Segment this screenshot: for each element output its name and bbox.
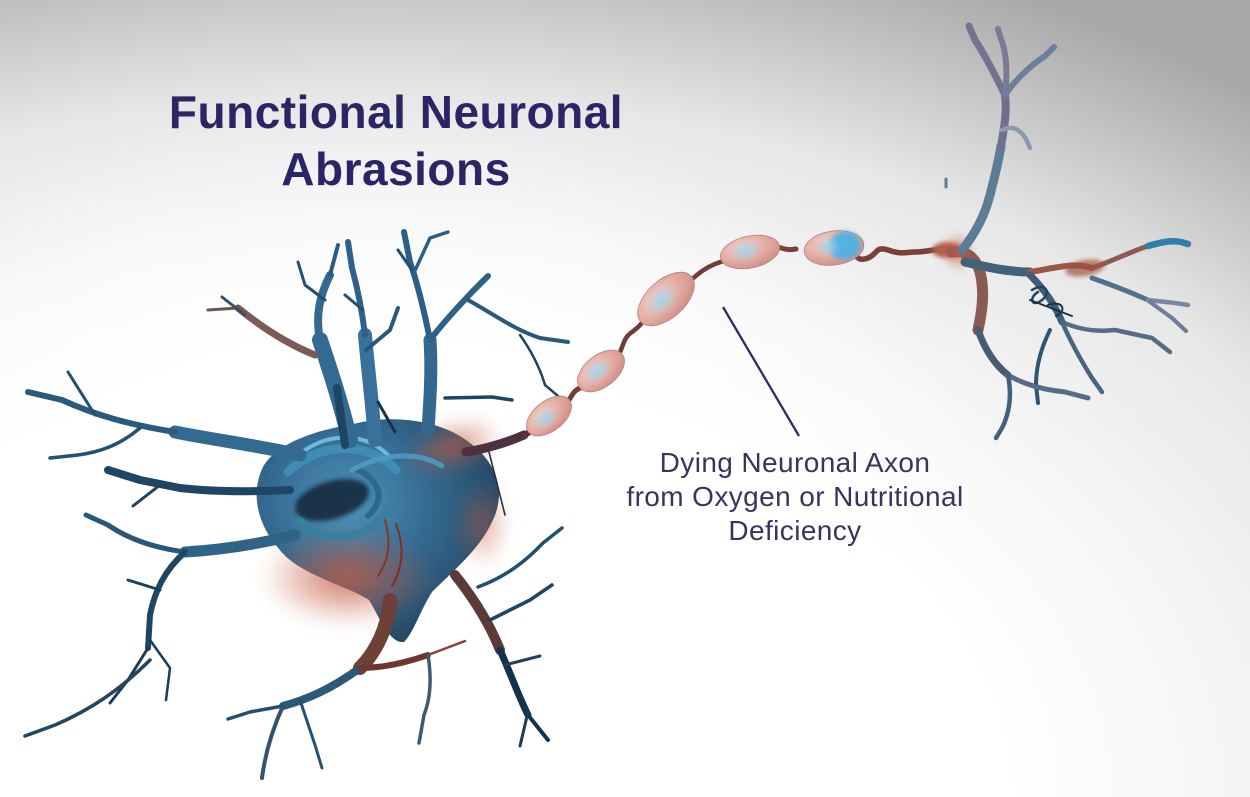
axon-annotation-line3: Deficiency [728, 515, 862, 546]
myelin-segment [637, 271, 695, 327]
axon-terminal-branches [942, 22, 1192, 441]
annotation-pointer-line [722, 306, 800, 437]
nucleus-swirl [295, 478, 369, 522]
axon-annotation-line2: from Oxygen or Nutritional [626, 481, 964, 512]
myelin-segment [720, 234, 780, 270]
dendrites [23, 229, 570, 780]
myelin-sheath-segments [526, 230, 865, 437]
myelin-segment [526, 395, 572, 437]
axon-hillock [461, 430, 529, 457]
figure-title-line1: Functional Neuronal [168, 86, 624, 138]
myelin-segment [577, 349, 625, 393]
axon-annotation-label: Dying Neuronal Axon from Oxygen or Nutri… [595, 446, 995, 548]
figure-title-line2: Abrasions [281, 143, 511, 195]
figure-title: Functional Neuronal Abrasions [136, 84, 656, 198]
soma [256, 417, 510, 643]
myelin-segment [803, 230, 865, 266]
axon-annotation-line1: Dying Neuronal Axon [659, 447, 931, 478]
